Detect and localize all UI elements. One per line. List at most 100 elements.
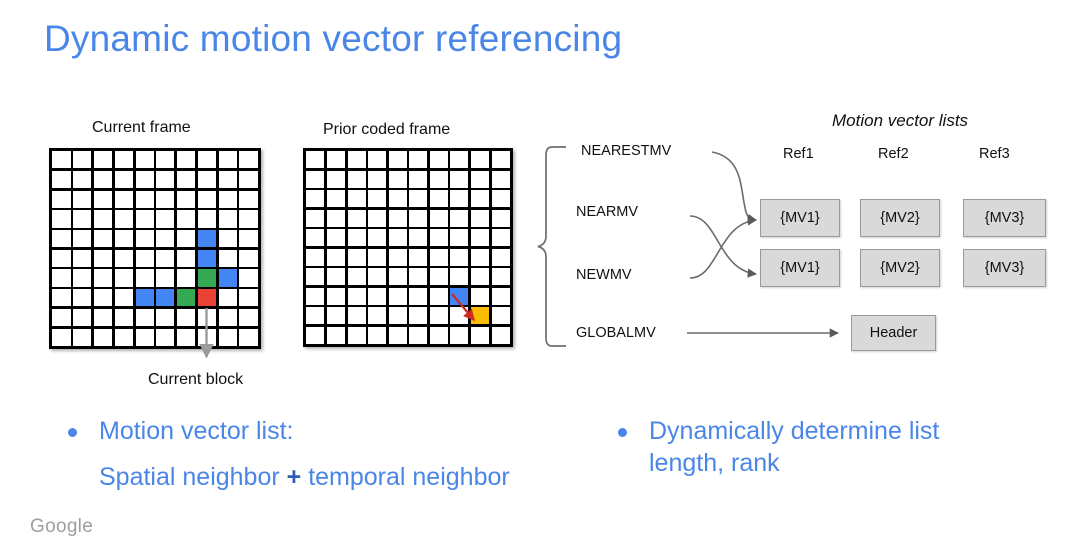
grid-cell bbox=[177, 328, 196, 346]
grid-cell-blue bbox=[218, 269, 237, 287]
grid-cell bbox=[450, 151, 469, 169]
grid-cell bbox=[135, 269, 154, 287]
grid-cell bbox=[135, 171, 154, 189]
bullet-dot-icon bbox=[618, 428, 627, 437]
grid-cell-blue bbox=[450, 287, 469, 305]
mode-label-newmv: NEWMV bbox=[576, 267, 632, 283]
grid-cell bbox=[93, 210, 113, 228]
grid-cell bbox=[491, 248, 510, 266]
grid-cell bbox=[326, 151, 345, 169]
grid-cell bbox=[239, 289, 258, 307]
mv-box-r1c2[interactable]: {MV2} bbox=[860, 199, 940, 237]
plus-symbol: + bbox=[286, 463, 302, 491]
grid-cell bbox=[306, 151, 325, 169]
bullet-right-line2: length, rank bbox=[649, 449, 780, 477]
grid-cell bbox=[73, 328, 92, 346]
grid-cell bbox=[491, 151, 510, 169]
grid-cell bbox=[93, 190, 113, 208]
grid-cell bbox=[135, 328, 154, 346]
grid-cell bbox=[491, 229, 510, 247]
grid-cell bbox=[177, 190, 196, 208]
grid-cell-blue bbox=[197, 230, 217, 248]
grid-cell bbox=[368, 151, 387, 169]
grid-cell bbox=[52, 151, 71, 169]
grid-cell bbox=[73, 308, 92, 326]
grid-cell bbox=[491, 209, 510, 227]
grid-cell-green bbox=[177, 289, 196, 307]
grid-cell bbox=[306, 326, 325, 344]
grid-cell bbox=[73, 171, 92, 189]
grid-cell bbox=[388, 229, 407, 247]
bullet-left-line2-a: Spatial neighbor bbox=[99, 463, 287, 491]
grid-cell bbox=[326, 190, 345, 208]
grid-cell bbox=[409, 268, 428, 286]
grid-cell bbox=[218, 308, 237, 326]
grid-cell bbox=[52, 249, 71, 267]
grid-cell-blue bbox=[156, 289, 175, 307]
grid-cell bbox=[450, 209, 469, 227]
grid-cell bbox=[429, 151, 448, 169]
grid-cell bbox=[347, 229, 366, 247]
grid-cell bbox=[218, 151, 237, 169]
grid-cell bbox=[429, 326, 448, 344]
grid-cell bbox=[114, 190, 133, 208]
mv-box-r2c2[interactable]: {MV2} bbox=[860, 249, 940, 287]
mv-box-r1c3[interactable]: {MV3} bbox=[963, 199, 1046, 237]
mv-box-r2c3[interactable]: {MV3} bbox=[963, 249, 1046, 287]
grid-cell bbox=[52, 190, 71, 208]
prior-frame-diagram bbox=[303, 148, 513, 347]
grid-cell bbox=[177, 171, 196, 189]
grid-cell bbox=[491, 190, 510, 208]
grid-cell bbox=[52, 230, 71, 248]
grid-cell bbox=[239, 328, 258, 346]
grid-cell bbox=[471, 326, 490, 344]
grid-cell bbox=[347, 287, 366, 305]
grid-cell bbox=[114, 289, 133, 307]
grid-cell-blue bbox=[135, 289, 154, 307]
current-frame-caption: Current frame bbox=[92, 119, 191, 136]
grid-cell bbox=[197, 328, 217, 346]
mv-box-r1c1[interactable]: {MV1} bbox=[760, 199, 840, 237]
grid-cell bbox=[177, 210, 196, 228]
grid-cell bbox=[368, 307, 387, 325]
grid-cell bbox=[409, 170, 428, 188]
grid-cell bbox=[388, 170, 407, 188]
grid-cell bbox=[491, 307, 510, 325]
grid-cell bbox=[93, 289, 113, 307]
grid-cell bbox=[368, 170, 387, 188]
bullet-right-text: Dynamically determine list length, rank bbox=[649, 415, 939, 479]
grid-cell bbox=[306, 287, 325, 305]
grid-cell bbox=[347, 170, 366, 188]
grid-cell bbox=[409, 151, 428, 169]
grid-cell bbox=[135, 308, 154, 326]
grid-cell bbox=[429, 170, 448, 188]
grid-cell bbox=[239, 151, 258, 169]
grid-cell bbox=[450, 190, 469, 208]
bullet-left-line1: Motion vector list: bbox=[99, 417, 294, 445]
ref-header-3: Ref3 bbox=[979, 146, 1010, 162]
header-box[interactable]: Header bbox=[851, 315, 936, 351]
grid-cell bbox=[306, 307, 325, 325]
grid-cell bbox=[177, 151, 196, 169]
grid-cell bbox=[409, 209, 428, 227]
grid-cell bbox=[306, 170, 325, 188]
grid-cell bbox=[156, 249, 175, 267]
grid-cell bbox=[409, 190, 428, 208]
bullet-right: Dynamically determine list length, rank bbox=[618, 415, 1038, 479]
current-block-caption: Current block bbox=[148, 371, 244, 388]
grid-cell bbox=[471, 209, 490, 227]
grid-cell bbox=[177, 249, 196, 267]
grid-cell bbox=[326, 307, 345, 325]
grid-cell bbox=[73, 190, 92, 208]
mode-label-nearestmv: NEARESTMV bbox=[581, 143, 672, 159]
grid-cell bbox=[93, 328, 113, 346]
mv-box-r2c1[interactable]: {MV1} bbox=[760, 249, 840, 287]
prior-frame-grid bbox=[303, 148, 513, 347]
grid-cell-green bbox=[197, 269, 217, 287]
grid-cell bbox=[135, 249, 154, 267]
current-frame-grid bbox=[49, 148, 261, 349]
grid-cell bbox=[114, 328, 133, 346]
grid-cell bbox=[114, 269, 133, 287]
grid-cell bbox=[239, 230, 258, 248]
